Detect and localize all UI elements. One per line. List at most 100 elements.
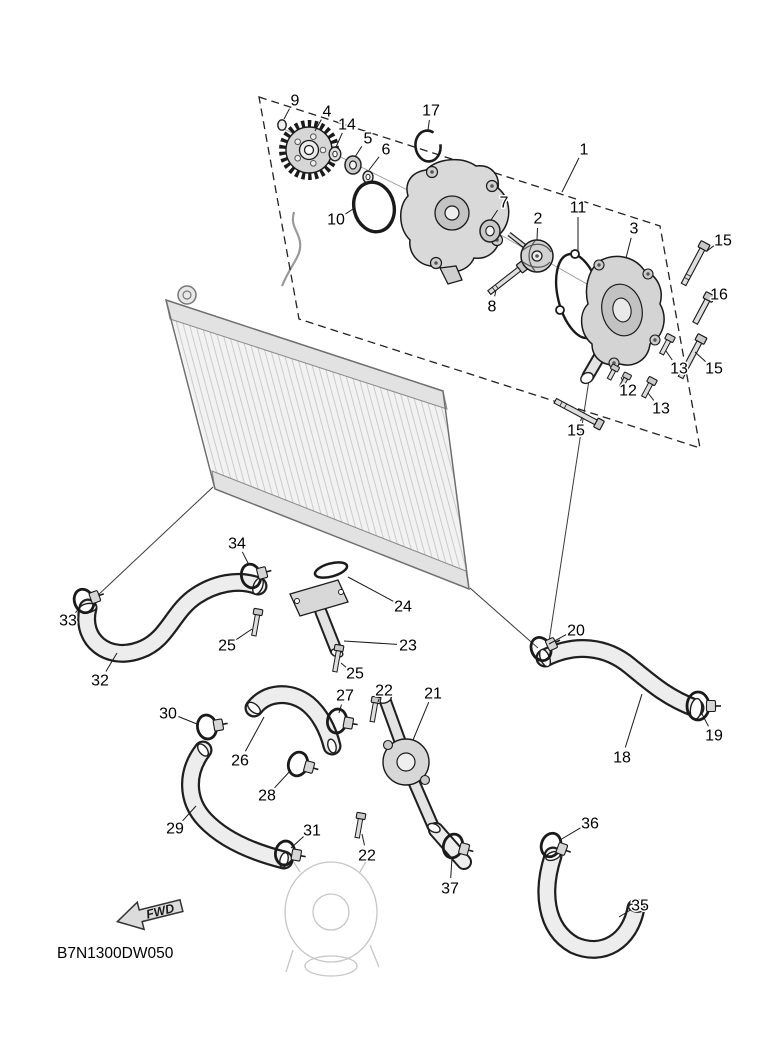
bolt-15-bottom (553, 397, 605, 431)
callout-31-37: 31 (303, 823, 321, 840)
clamp-19 (685, 690, 721, 722)
leader-line-10-7 (345, 208, 354, 215)
leader-line-6-4 (368, 156, 380, 171)
callout-9-0: 9 (291, 93, 300, 110)
leader-line-26-32 (244, 716, 265, 752)
callout-24-21: 24 (394, 599, 412, 616)
callout-13-16: 13 (670, 361, 688, 378)
hose-35-end2 (627, 903, 645, 913)
leader-line-4-1 (314, 119, 322, 132)
leader-line-29-36 (182, 805, 197, 822)
callout-27-28: 27 (336, 688, 354, 705)
callout-19-35: 19 (705, 728, 723, 745)
callout-8-15: 8 (488, 299, 497, 316)
leader-line-34-20 (241, 551, 250, 566)
clamp-34 (239, 562, 272, 590)
radiator-outline (164, 298, 470, 591)
callout-22-38: 22 (358, 848, 376, 865)
leader-line-3-11 (625, 237, 632, 259)
callout-26-32: 26 (231, 753, 249, 770)
callout-16-13: 16 (710, 287, 728, 304)
callout-34-20: 34 (228, 536, 246, 553)
leader-line-32-25 (105, 652, 118, 672)
bolt-15-top (680, 240, 711, 287)
callout-1-6: 1 (580, 142, 589, 159)
clamp-33 (72, 587, 105, 615)
callout-29-36: 29 (166, 821, 184, 838)
bolt-22-lower (354, 811, 367, 839)
bolt-25-right (332, 643, 345, 673)
bolt-16 (692, 291, 716, 326)
leader-line-37-40 (450, 857, 453, 879)
washer-9 (277, 119, 287, 131)
bolt-15-mid (677, 333, 708, 380)
bolt-25-left (251, 607, 264, 637)
leader-line-27-28 (338, 704, 342, 714)
leader-line-13-16 (665, 350, 673, 361)
radiator-filler-cap (177, 285, 197, 305)
pump-housing (400, 158, 510, 285)
pump-cover (580, 255, 665, 385)
bearing-5 (344, 155, 362, 175)
leader-line-17-5 (427, 119, 430, 131)
leader-line-5-3 (354, 146, 363, 158)
dashed-boundary-box (258, 96, 701, 449)
assoc-lines (95, 379, 590, 649)
hose-26-end (247, 701, 261, 715)
hose-26-end2 (327, 738, 337, 754)
fwd-arrow: FWD (115, 898, 184, 931)
spacer-14 (328, 146, 342, 162)
impeller-shaft-bolt-8 (487, 260, 529, 296)
leader-line-23-24 (343, 640, 398, 645)
callout-17-5: 17 (422, 103, 440, 120)
callout-5-3: 5 (364, 131, 373, 148)
callout-22-29: 22 (375, 683, 393, 700)
clamp-36 (539, 831, 572, 859)
callout-35-41: 35 (631, 898, 649, 915)
leader-line-30-31 (178, 716, 198, 725)
leader-line-25-23 (236, 628, 253, 641)
leader-line-21-30 (412, 702, 430, 741)
leader-line-24-21 (347, 576, 394, 602)
leader-line-22-29 (377, 698, 380, 703)
callout-30-31: 30 (159, 706, 177, 723)
leader-line-12-17 (620, 376, 624, 382)
pump-drive-gear (279, 120, 339, 180)
callout-2-9: 2 (534, 211, 543, 228)
callout-36-39: 36 (581, 816, 599, 833)
callout-37-40: 37 (441, 881, 459, 898)
callout-21-30: 21 (424, 686, 442, 703)
hose-29-end (196, 743, 210, 757)
bolt-13-upper (658, 333, 676, 356)
screw-12-b (618, 371, 632, 389)
clamp-31 (274, 839, 306, 867)
clamp-28 (286, 750, 319, 778)
leader-line-13-18 (647, 392, 655, 401)
callout-15-14: 15 (705, 361, 723, 378)
callout-10-7: 10 (327, 212, 345, 229)
callout-23-24: 23 (399, 638, 417, 655)
leader-line-9-0 (283, 108, 290, 120)
callout-32-25: 32 (91, 673, 109, 690)
leader-line-15-14 (694, 351, 706, 362)
bolt-13-lower (640, 376, 658, 399)
callout-4-1: 4 (323, 104, 332, 121)
leader-line-35-41 (618, 909, 631, 918)
drawing-code: B7N1300DW050 (57, 945, 174, 962)
clamp-37 (441, 832, 474, 860)
leader-line-33-22 (75, 606, 81, 614)
o-ring-24 (313, 561, 349, 579)
radiator (164, 211, 470, 591)
leader-line-1-6 (561, 157, 580, 193)
callout-14-2: 14 (338, 117, 356, 134)
screw-12-a (606, 363, 620, 381)
callout-25-23: 25 (218, 638, 236, 655)
callout-12-17: 12 (619, 383, 637, 400)
leader-line-15-19 (580, 416, 583, 422)
leader-line-18-34 (624, 693, 643, 748)
water-pump-assembly (277, 119, 716, 431)
leader-line-36-39 (559, 827, 581, 841)
leader-line-8-15 (494, 289, 497, 297)
leader-line-14-2 (335, 132, 343, 148)
